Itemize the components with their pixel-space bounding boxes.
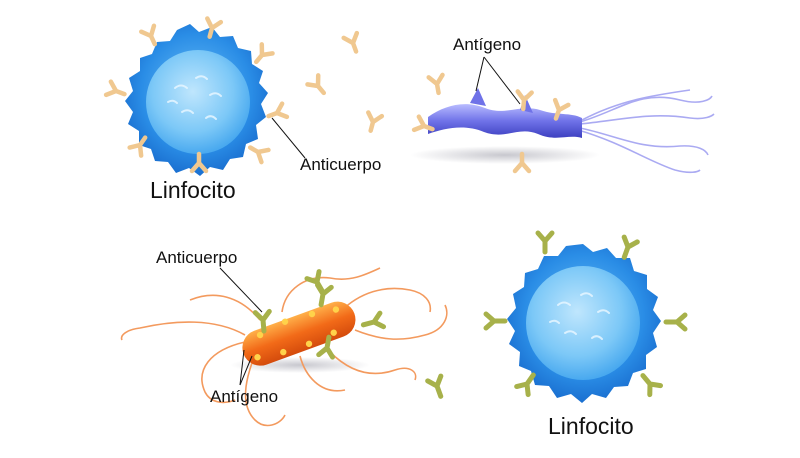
label-antigeno-bottom: Antígeno [210, 387, 279, 406]
pointer-anticuerpo-bottom [219, 267, 263, 313]
free-antibodies-top [307, 33, 381, 132]
lymphocyte-top-left [106, 18, 287, 176]
label-anticuerpo-top: Anticuerpo [300, 155, 382, 174]
pointer-antigeno-top [475, 56, 521, 105]
virus-top-right [410, 75, 715, 172]
lymphocyte-bottom-right [486, 233, 685, 403]
pointer-anticuerpo-top [271, 117, 306, 159]
label-anticuerpo-bottom: Anticuerpo [156, 248, 238, 267]
pointer-antigeno-bottom [239, 349, 253, 386]
free-antibody-bottom [428, 376, 448, 399]
label-linfocito-bottom: Linfocito [548, 413, 634, 439]
label-antigeno-top: Antígeno [453, 35, 522, 54]
bacterium-bottom-left [120, 267, 448, 427]
label-linfocito-top: Linfocito [150, 177, 236, 203]
